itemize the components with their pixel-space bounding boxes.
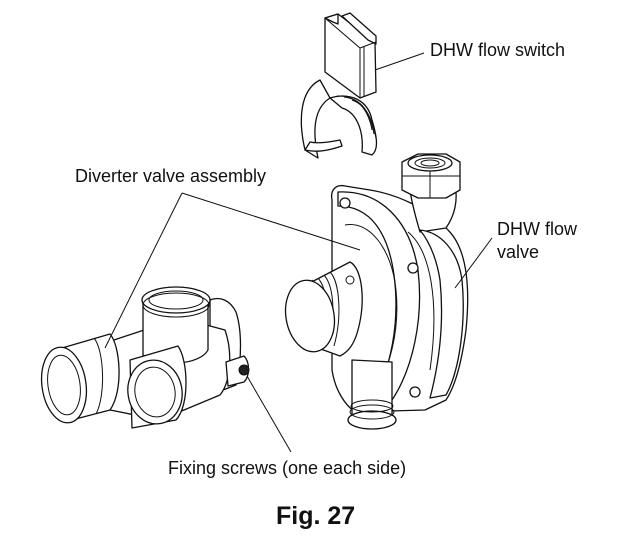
dhw-flow-valve-label-line1: DHW flow bbox=[497, 219, 577, 239]
dhw-flow-switch bbox=[300, 12, 378, 159]
fixing-screws-label: Fixing screws (one each side) bbox=[168, 458, 407, 478]
leader-lines bbox=[104, 52, 493, 453]
diverter-valve-assembly-label: Diverter valve assembly bbox=[75, 166, 267, 186]
fixing-screw bbox=[238, 364, 250, 376]
dhw-flow-switch-label: DHW flow switch bbox=[430, 40, 566, 60]
figure-caption: Fig. 27 bbox=[276, 502, 356, 530]
diverter-valve-assembly bbox=[40, 286, 250, 429]
dhw-flow-valve bbox=[284, 153, 469, 430]
dhw-flow-valve-label-line2: valve bbox=[497, 242, 540, 262]
